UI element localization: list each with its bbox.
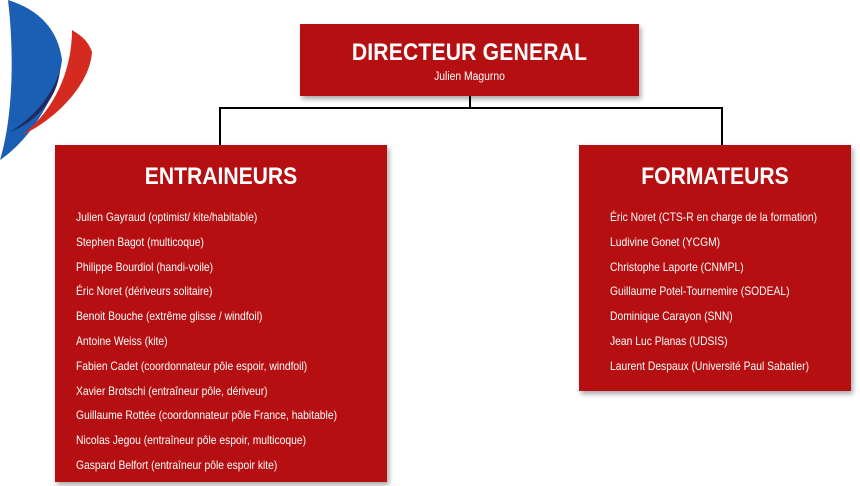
formateurs-list: Éric Noret (CTS-R en charge de la format… [579, 205, 851, 379]
list-item: Xavier Brotschi (entraîneur pôle, dérive… [76, 383, 268, 398]
list-item: Éric Noret (dériveurs solitaire) [76, 284, 213, 299]
list-item: Julien Gayraud (optimist/ kite/habitable… [76, 210, 258, 224]
list-item: Guillaume Rottée (coordonnateur pôle Fra… [76, 408, 338, 423]
list-item: Guillaume Potel-Tournemire (SODEAL) [610, 284, 790, 299]
formateurs-box: FORMATEURS Éric Noret (CTS-R en charge d… [579, 145, 851, 391]
list-item: Ludivine Gonet (YCGM) [610, 234, 721, 249]
list-item: Dominique Carayon (SNN) [610, 309, 733, 324]
list-item: Éric Noret (CTS-R en charge de la format… [610, 210, 818, 224]
director-name: Julien Magurno [434, 71, 505, 83]
list-item: Philippe Bourdiol (handi-voile) [76, 259, 214, 274]
sail-red-shape [22, 30, 92, 135]
list-item: Gaspard Belfort (entraîneur pôle espoir … [76, 457, 278, 472]
entraineurs-list: Julien Gayraud (optimist/ kite/habitable… [55, 205, 387, 478]
list-item: Benoit Bouche (extrême glisse / windfoil… [76, 309, 263, 324]
sail-logo [0, 0, 92, 160]
list-item: Nicolas Jegou (entraîneur pôle espoir, m… [76, 433, 307, 448]
director-title: DIRECTEUR GENERAL [351, 39, 588, 66]
formateurs-title: FORMATEURS [641, 163, 789, 190]
list-item: Fabien Cadet (coordonnateur pôle espoir,… [76, 358, 308, 373]
list-item: Stephen Bagot (multicoque) [76, 234, 204, 249]
list-item: Antoine Weiss (kite) [76, 333, 168, 348]
entraineurs-box: ENTRAINEURS Julien Gayraud (optimist/ ki… [55, 145, 387, 482]
list-item: Christophe Laporte (CNMPL) [610, 259, 744, 274]
list-item: Jean Luc Planas (UDSIS) [610, 333, 728, 348]
entraineurs-title: ENTRAINEURS [144, 163, 298, 190]
connector-horizontal [219, 107, 723, 109]
sail-blue-shape [0, 0, 62, 160]
connector-left-drop [219, 107, 221, 145]
director-box: DIRECTEUR GENERAL Julien Magurno [300, 24, 639, 96]
connector-director-stem [469, 96, 471, 108]
list-item: Laurent Despaux (Université Paul Sabatie… [610, 358, 810, 373]
connector-right-drop [721, 107, 723, 145]
